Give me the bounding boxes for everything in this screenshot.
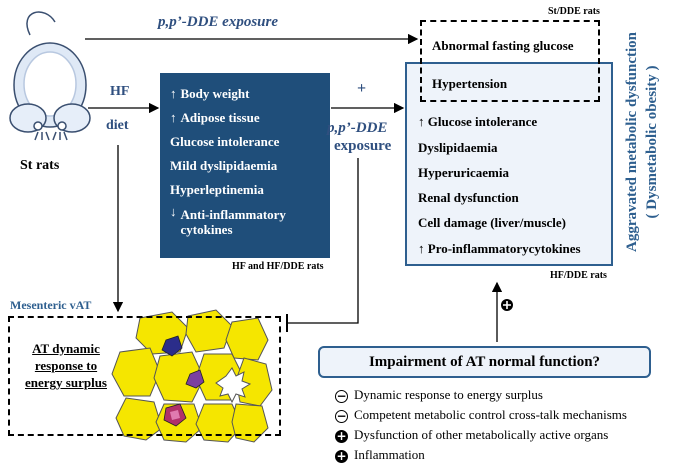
right-item: ↑ Pro-inflammatorycytokines (418, 241, 581, 256)
damaged-cell-icon (215, 367, 252, 404)
vertical-title-line1: Aggravated metabolic dysfunction (624, 32, 640, 252)
minus-circle-icon: − (335, 408, 348, 423)
arrow-down-icon: ↓ (170, 204, 177, 219)
right-item: Dyslipidaemia (418, 140, 498, 155)
right-item: Cell damage (liver/muscle) (418, 215, 567, 230)
rat-label: St rats (20, 158, 60, 173)
aggravated-dysfunction-box: ↑ Glucose intolerance Dyslipidaemia Hype… (405, 62, 613, 266)
dashed-item: Abnormal fasting glucose (432, 38, 574, 53)
plus-circle-icon: + (335, 428, 348, 443)
hf-item: Anti-inflammatory cytokines (180, 207, 286, 237)
arrow-up-icon: ↑ (418, 241, 428, 256)
right-box-caption: HF/DDE rats (550, 270, 607, 281)
hf-item: Mild dyslipidaemia (170, 158, 278, 173)
vertical-title: Aggravated metabolic dysfunction ( Dysme… (622, 12, 666, 272)
impairment-item: +Dysfunction of other metabolically acti… (335, 427, 609, 443)
right-item: ↑ Glucose intolerance (418, 114, 538, 129)
impairment-item: +Inflammation (335, 447, 425, 463)
dashed-item: Hypertension (432, 76, 508, 91)
middle-exposure-line1: p,p’-DDE (327, 120, 388, 136)
impairment-item: −Competent metabolic control cross-talk … (335, 407, 627, 423)
st-dde-box: Abnormal fasting glucose Hypertension (420, 20, 600, 102)
plus-sign: + (357, 80, 367, 97)
arrow-up-icon: ↑ (418, 114, 428, 129)
impairment-title-box: Impairment of AT normal function? (318, 346, 651, 378)
top-exposure-label: p,p’-DDE exposure (158, 14, 278, 30)
vat-label: Mesenteric vAT (10, 298, 92, 312)
middle-exposure-line2: exposure (334, 138, 392, 154)
rat-illustration (9, 11, 91, 141)
immune-cell-icon (185, 369, 205, 389)
hf-item: Hyperleptinemia (170, 182, 264, 197)
right-item: Renal dysfunction (418, 190, 519, 205)
hf-item: Adipose tissue (170, 106, 320, 130)
plus-circle-icon: + (335, 448, 348, 463)
impairment-item: −Dynamic response to energy surplus (335, 387, 543, 403)
minus-circle-icon: − (335, 388, 348, 403)
hf-effects-box: Body weight Adipose tissue Glucose intol… (160, 73, 330, 258)
diet-label: diet (106, 118, 129, 133)
hf-item: Glucose intolerance (170, 134, 280, 149)
right-item: Hyperuricaemia (418, 165, 509, 180)
inhibition-line (288, 158, 359, 324)
hf-label: HF (110, 84, 130, 99)
at-response-box: AT dynamic response to energy surplus (8, 316, 281, 436)
hf-item: Body weight (170, 82, 320, 106)
at-box-text: AT dynamic response to energy surplus (25, 341, 107, 390)
dashed-box-caption: St/DDE rats (548, 6, 600, 17)
hf-box-caption: HF and HF/DDE rats (232, 261, 324, 272)
immune-cell-icon (161, 335, 183, 357)
vertical-title-line2: ( Dysmetabolic obesity ) (644, 65, 660, 219)
